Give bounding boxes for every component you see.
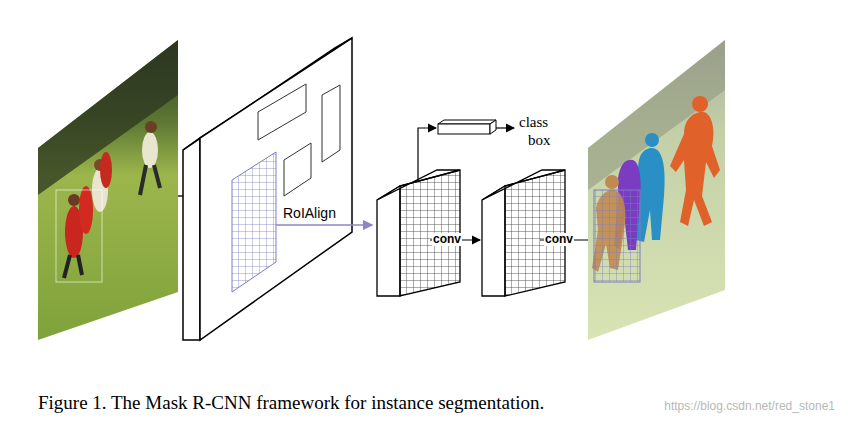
conv-label: conv — [432, 233, 462, 246]
class-label: class — [518, 114, 549, 131]
fc-head — [438, 120, 496, 134]
output-photo — [588, 40, 725, 340]
roialign-label: RoIAlign — [282, 206, 337, 221]
input-photo — [38, 40, 178, 340]
figure-caption: Figure 1. The Mask R-CNN framework for i… — [38, 393, 544, 414]
feature-map — [183, 38, 352, 340]
box-label: box — [527, 132, 552, 149]
watermark: https://blog.csdn.net/red_stone1 — [663, 400, 836, 413]
conv-label: conv — [544, 233, 574, 246]
